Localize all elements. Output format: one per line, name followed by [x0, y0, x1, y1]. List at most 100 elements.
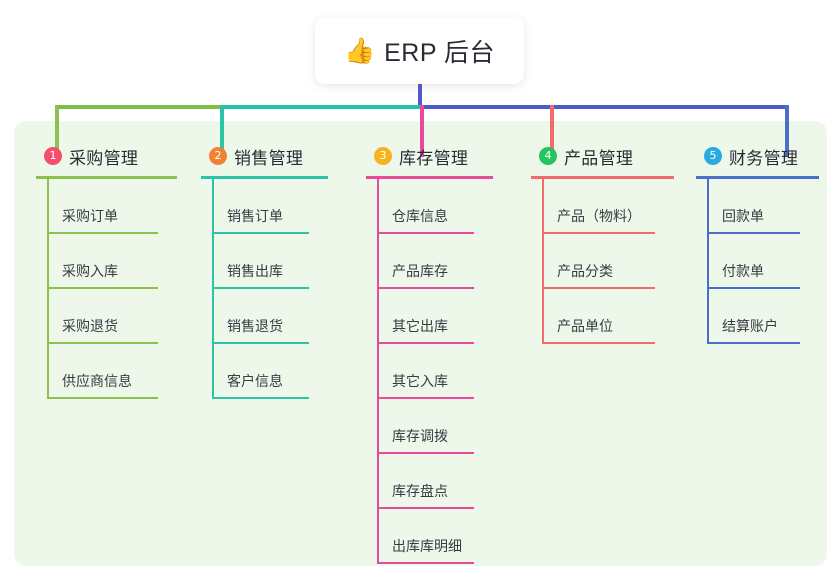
leaf-node-label: 采购入库 — [62, 263, 118, 279]
branch-underline — [531, 176, 674, 179]
leaf-underline — [379, 397, 474, 399]
leaf-node[interactable]: 销售出库 — [214, 234, 328, 289]
leaf-node[interactable]: 销售退货 — [214, 289, 328, 344]
leaf-underline — [709, 287, 800, 289]
bus-segment-2 — [220, 105, 422, 109]
branch-underline — [366, 176, 493, 179]
leaf-underline — [379, 507, 474, 509]
branch-number-badge: 1 — [44, 147, 62, 165]
leaf-node-label: 产品分类 — [557, 263, 613, 279]
leaf-node-label: 其它出库 — [392, 318, 448, 334]
leaf-node-label: 产品库存 — [392, 263, 448, 279]
leaf-list: 产品（物料） 产品分类产品单位 — [542, 179, 674, 344]
leaf-node-label: 产品单位 — [557, 318, 613, 334]
leaf-node[interactable]: 仓库信息 — [379, 179, 493, 234]
leaf-node-label: 销售出库 — [227, 263, 283, 279]
leaf-node-label: 销售订单 — [227, 208, 283, 224]
leaf-node[interactable]: 回款单 — [709, 179, 819, 234]
leaf-node[interactable]: 产品库存 — [379, 234, 493, 289]
branch-title-label: 产品管理 — [564, 148, 634, 168]
leaf-node-label: 供应商信息 — [62, 373, 132, 389]
leaf-node[interactable]: 供应商信息 — [49, 344, 177, 399]
leaf-node[interactable]: 付款单 — [709, 234, 819, 289]
branch-header-4[interactable]: 4 产品管理 — [531, 143, 674, 169]
branch-column-1: 1 采购管理采购订单采购入库采购退货供应商信息 — [36, 143, 177, 399]
branch-number-badge: 4 — [539, 147, 557, 165]
drop-connector-1 — [55, 105, 59, 157]
thumbs-up-icon: 👍 — [343, 36, 376, 65]
leaf-list: 回款单付款单结算账户 — [707, 179, 819, 344]
leaf-node[interactable]: 产品分类 — [544, 234, 674, 289]
leaf-node-label: 客户信息 — [227, 373, 283, 389]
drop-connector-3 — [420, 105, 424, 157]
leaf-underline — [709, 342, 800, 344]
root-stem-connector — [418, 84, 422, 109]
leaf-underline — [214, 232, 309, 234]
leaf-underline — [49, 397, 158, 399]
branch-underline — [696, 176, 819, 179]
bus-segment-3 — [420, 105, 787, 109]
leaf-node-label: 仓库信息 — [392, 208, 448, 224]
leaf-node[interactable]: 产品单位 — [544, 289, 674, 344]
leaf-underline — [379, 232, 474, 234]
branch-header-2[interactable]: 2 销售管理 — [201, 143, 328, 169]
leaf-node[interactable]: 库存调拨 — [379, 399, 493, 454]
branch-number-badge: 5 — [704, 147, 722, 165]
leaf-node[interactable]: 其它出库 — [379, 289, 493, 344]
leaf-node-label: 其它入库 — [392, 373, 448, 389]
leaf-node[interactable]: 采购退货 — [49, 289, 177, 344]
leaf-node[interactable]: 结算账户 — [709, 289, 819, 344]
leaf-underline — [214, 287, 309, 289]
leaf-underline — [379, 452, 474, 454]
drop-connector-5 — [785, 105, 789, 157]
branch-underline — [201, 176, 328, 179]
leaf-underline — [709, 232, 800, 234]
leaf-node[interactable]: 产品（物料） — [544, 179, 674, 234]
leaf-node-label: 结算账户 — [722, 318, 778, 334]
leaf-list: 仓库信息产品库存其它出库其它入库库存调拨库存盘点出库库明细 — [377, 179, 493, 564]
leaf-underline — [214, 342, 309, 344]
drop-connector-2 — [220, 105, 224, 157]
leaf-list: 销售订单销售出库销售退货客户信息 — [212, 179, 328, 399]
branch-column-4: 4 产品管理产品（物料） 产品分类产品单位 — [531, 143, 674, 344]
leaf-underline — [49, 287, 158, 289]
leaf-node[interactable]: 其它入库 — [379, 344, 493, 399]
branch-title-label: 库存管理 — [399, 148, 469, 168]
leaf-node[interactable]: 采购订单 — [49, 179, 177, 234]
branch-title-label: 采购管理 — [69, 148, 139, 168]
leaf-underline — [379, 342, 474, 344]
leaf-underline — [379, 562, 474, 564]
branch-header-1[interactable]: 1 采购管理 — [36, 143, 177, 169]
root-node[interactable]: 👍 ERP 后台 — [315, 18, 524, 84]
leaf-node[interactable]: 销售订单 — [214, 179, 328, 234]
leaf-node-label: 库存盘点 — [392, 483, 448, 499]
leaf-node-label: 采购订单 — [62, 208, 118, 224]
leaf-underline — [544, 232, 655, 234]
branch-title-label: 销售管理 — [234, 148, 304, 168]
branch-column-2: 2 销售管理销售订单销售出库销售退货客户信息 — [201, 143, 328, 399]
leaf-node[interactable]: 客户信息 — [214, 344, 328, 399]
leaf-node-label: 产品（物料） — [557, 208, 641, 224]
branch-underline — [36, 176, 177, 179]
branch-header-3[interactable]: 3 库存管理 — [366, 143, 493, 169]
leaf-node[interactable]: 采购入库 — [49, 234, 177, 289]
leaf-node[interactable]: 出库库明细 — [379, 509, 493, 564]
leaf-node-label: 付款单 — [722, 263, 764, 279]
leaf-node-label: 采购退货 — [62, 318, 118, 334]
leaf-underline — [214, 397, 309, 399]
leaf-node-label: 库存调拨 — [392, 428, 448, 444]
bus-segment-1 — [55, 105, 222, 109]
branch-number-badge: 2 — [209, 147, 227, 165]
leaf-node-label: 回款单 — [722, 208, 764, 224]
branch-column-3: 3 库存管理仓库信息产品库存其它出库其它入库库存调拨库存盘点出库库明细 — [366, 143, 493, 564]
branch-number-badge: 3 — [374, 147, 392, 165]
leaf-underline — [544, 287, 655, 289]
leaf-node[interactable]: 库存盘点 — [379, 454, 493, 509]
leaf-list: 采购订单采购入库采购退货供应商信息 — [47, 179, 177, 399]
leaf-node-label: 出库库明细 — [392, 538, 462, 554]
leaf-underline — [379, 287, 474, 289]
leaf-underline — [49, 342, 158, 344]
